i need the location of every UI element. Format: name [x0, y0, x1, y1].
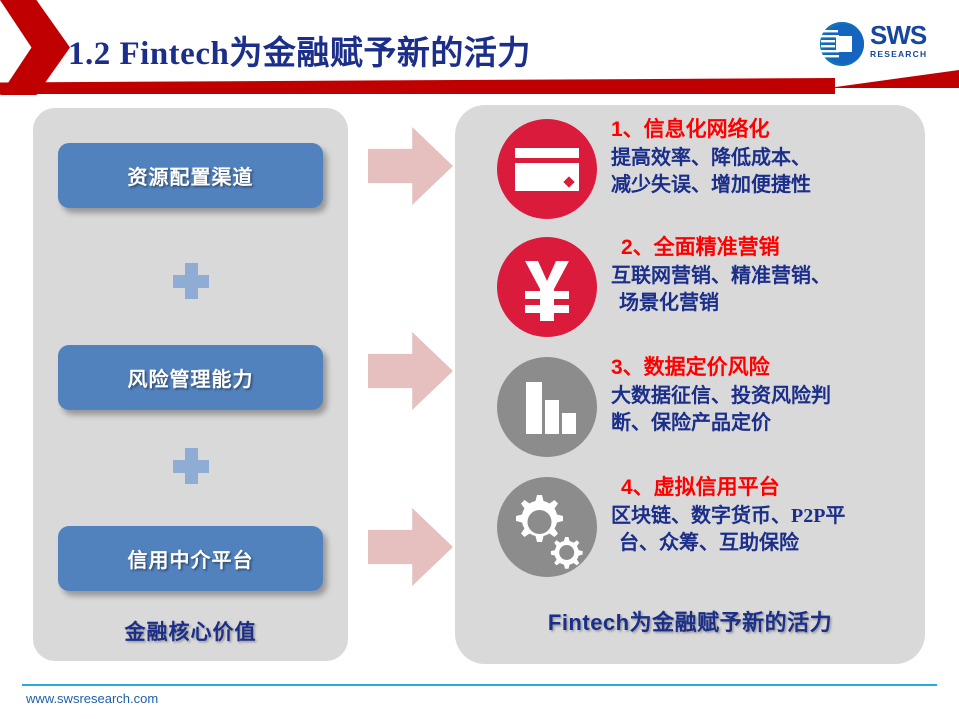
right-item-3[interactable]: 3、数据定价风险 大数据征信、投资风险判 断、保险产品定价 [455, 351, 925, 471]
gears-icon [497, 477, 597, 577]
right-item-4-text: 4、虚拟信用平台 区块链、数字货币、P2P平 台、众筹、互助保险 [611, 473, 919, 557]
right-panel-caption: Fintech为金融赋予新的活力 [547, 610, 833, 635]
sws-logo-primary: SWS [870, 20, 927, 50]
right-item-2-desc-line-1: 互联网营销、精准营销、 [611, 265, 831, 287]
left-box-1[interactable]: 资源配置渠道 [58, 143, 323, 208]
left-panel-caption: 金融核心价值 [124, 621, 257, 644]
right-item-1-desc-line-2: 减少失误、增加便捷性 [611, 174, 811, 196]
right-item-4-title: 4、虚拟信用平台 [621, 476, 780, 499]
right-item-3-title: 3、数据定价风险 [611, 356, 770, 379]
right-item-3-desc-line-2: 断、保险产品定价 [611, 412, 771, 434]
right-item-4[interactable]: 4、虚拟信用平台 区块链、数字货币、P2P平 台、众筹、互助保险 [455, 471, 925, 591]
right-item-1[interactable]: 1、信息化网络化 提高效率、降低成本、 减少失误、增加便捷性 [455, 113, 925, 233]
arrow-right-icon [368, 127, 453, 205]
right-item-4-desc-line-2: 台、众筹、互助保险 [619, 532, 799, 554]
left-box-2-label: 风险管理能力 [127, 369, 254, 391]
yuan-currency-icon [497, 237, 597, 337]
right-item-3-desc-line-1: 大数据征信、投资风险判 [611, 385, 831, 407]
sws-logo-secondary: RESEARCH [870, 49, 928, 59]
arrow-right-icon [368, 508, 453, 586]
header-red-bar [0, 78, 835, 94]
left-box-3-label: 信用中介平台 [127, 550, 254, 572]
right-item-3-text: 3、数据定价风险 大数据征信、投资风险判 断、保险产品定价 [611, 353, 919, 437]
header-red-bar-right [820, 70, 959, 88]
plus-icon [173, 263, 209, 299]
left-box-1-label: 资源配置渠道 [127, 167, 254, 189]
right-item-4-desc-line-1: 区块链、数字货币、P2P平 [611, 505, 846, 527]
right-item-1-text: 1、信息化网络化 提高效率、降低成本、 减少失误、增加便捷性 [611, 115, 919, 199]
right-item-1-title: 1、信息化网络化 [611, 118, 770, 141]
right-item-1-desc-line-1: 提高效率、降低成本、 [611, 147, 811, 169]
slide-header: 1.2 Fintech为金融赋予新的活力 SWS RESEARCH [0, 0, 959, 100]
right-item-2[interactable]: 2、全面精准营销 互联网营销、精准营销、 场景化营销 [455, 231, 925, 351]
left-box-2[interactable]: 风险管理能力 [58, 345, 323, 410]
bar-chart-icon [497, 357, 597, 457]
right-panel: 1、信息化网络化 提高效率、降低成本、 减少失误、增加便捷性 2、全面精准营销 … [455, 105, 925, 664]
plus-icon [173, 448, 209, 484]
sws-logo-mark-icon [820, 22, 864, 66]
footer-url[interactable]: www.swsresearch.com [26, 691, 159, 706]
header-chevron-decoration [0, 0, 70, 95]
arrow-right-icon [368, 332, 453, 410]
left-panel: 资源配置渠道 风险管理能力 信用中介平台 金融核心价值 [33, 108, 348, 661]
sws-logo: SWS RESEARCH [818, 18, 950, 70]
right-item-2-text: 2、全面精准营销 互联网营销、精准营销、 场景化营销 [611, 233, 919, 317]
left-box-3[interactable]: 信用中介平台 [58, 526, 323, 591]
footer-divider [22, 684, 937, 686]
credit-card-icon [497, 119, 597, 219]
sws-logo-text: SWS RESEARCH [870, 22, 950, 59]
right-item-2-desc-line-2: 场景化营销 [619, 292, 719, 314]
right-item-2-title: 2、全面精准营销 [621, 236, 780, 259]
page-title: 1.2 Fintech为金融赋予新的活力 [68, 36, 531, 72]
